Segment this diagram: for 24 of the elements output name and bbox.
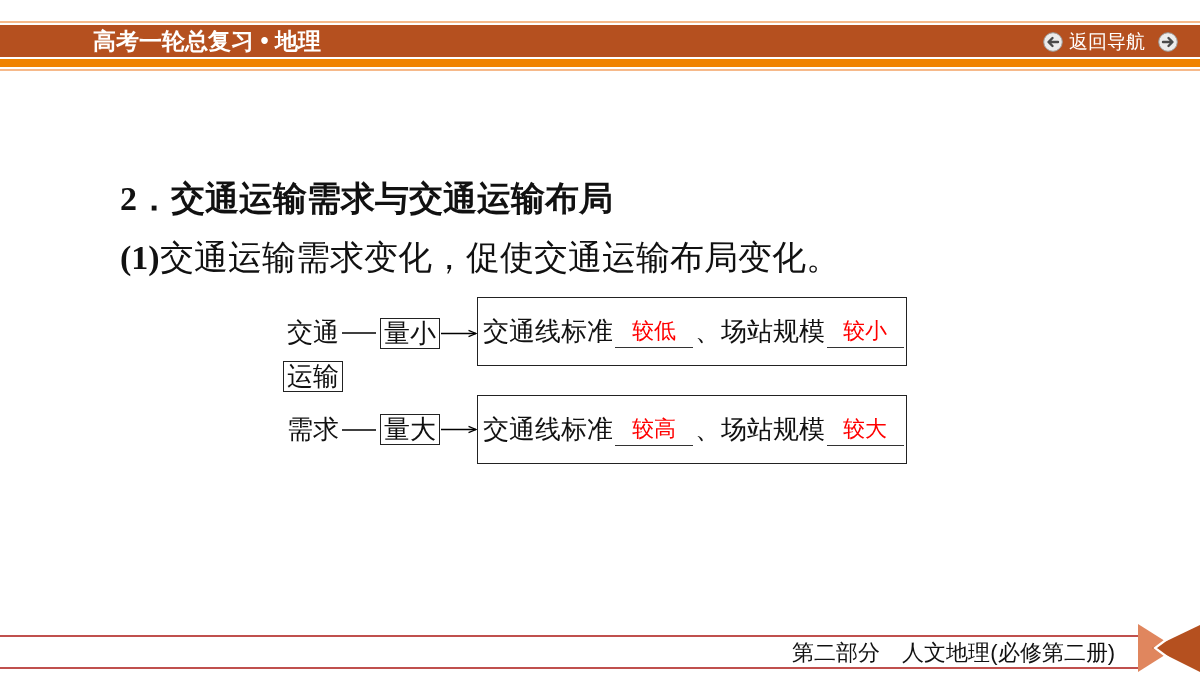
result-box <box>477 395 907 464</box>
subheading: (1)交通运输需求变化，促使交通运输布局变化。 <box>120 240 840 276</box>
arrow <box>440 425 477 434</box>
box-text: 、场站规模 <box>694 316 825 347</box>
result-box <box>477 297 907 366</box>
box-text: 交通线标准 <box>483 316 613 347</box>
term-box: 量小 <box>380 318 440 349</box>
nav-link: 返回导航 <box>1069 31 1145 53</box>
term-label: 交通 <box>287 318 339 348</box>
answer-text: 较低 <box>631 319 676 343</box>
box-text: 交通线标准 <box>483 414 613 445</box>
term-box: 量大 <box>380 414 440 445</box>
term-label: 需求 <box>287 415 339 445</box>
connector-line <box>341 429 377 431</box>
connector-line <box>341 332 377 334</box>
answer-text: 较大 <box>843 417 888 441</box>
section-heading: 2．交通运输需求与交通运输布局 <box>120 181 613 217</box>
answer-text: 较小 <box>843 319 888 343</box>
box-text: 、场站规模 <box>694 414 825 445</box>
header-title: 高考一轮总复习 • 地理 <box>93 27 321 55</box>
footer-text: 第二部分 人文地理(必修第二册) <box>792 641 1115 665</box>
arrow <box>440 329 477 338</box>
answer-text: 较高 <box>631 417 676 441</box>
term-box: 运输 <box>283 361 343 392</box>
